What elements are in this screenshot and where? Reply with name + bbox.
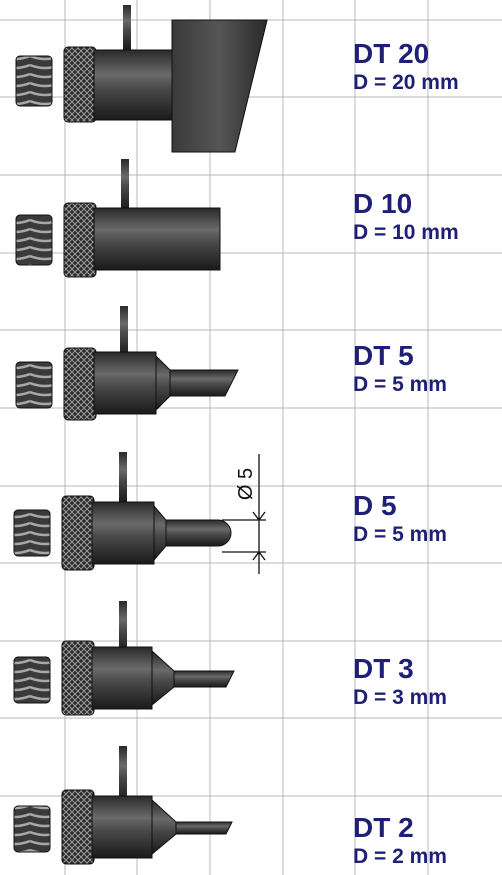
label-dt20: DT 20 D = 20 mm [353, 38, 459, 94]
pin [119, 746, 127, 802]
tip-diameter: D = 3 mm [353, 686, 447, 709]
pin [120, 306, 128, 356]
diameter-dimension [222, 454, 266, 574]
pin [119, 452, 127, 502]
label-dt5: DT 5 D = 5 mm [353, 340, 447, 396]
tip-name: DT 20 [353, 38, 430, 69]
taper [155, 354, 171, 412]
body [93, 351, 157, 415]
knurled-nut [63, 202, 97, 278]
taper [151, 798, 177, 856]
probe-tip-d5: Ø 5 [13, 452, 266, 574]
round-tip [165, 519, 232, 547]
tip-name: DT 2 [353, 812, 414, 843]
knurled-nut [63, 46, 97, 123]
threaded-shank [15, 214, 53, 266]
probe-tip-dt20 [15, 5, 268, 153]
bevel-tip [173, 670, 235, 688]
tip-diameter: D = 5 mm [353, 373, 447, 396]
probe-tip-dt3 [13, 601, 235, 716]
tip-name: DT 3 [353, 653, 414, 684]
tip-diameter: D = 5 mm [353, 523, 447, 546]
label-d10: D 10 D = 10 mm [353, 188, 459, 244]
knurled-nut [61, 640, 95, 716]
probe-tip-dt5 [15, 306, 239, 421]
knurled-nut [61, 495, 95, 571]
threaded-shank [13, 656, 51, 704]
tip-name: D 5 [353, 490, 397, 521]
disc-face [171, 19, 268, 153]
probe-tip-d10 [15, 159, 221, 278]
pin [119, 601, 127, 653]
body [91, 795, 153, 859]
body [93, 49, 175, 121]
knurled-nut [63, 347, 97, 421]
pin [123, 5, 131, 50]
dimension-label: Ø 5 [235, 468, 257, 500]
threaded-shank [13, 805, 51, 853]
knurled-nut [61, 789, 95, 865]
tip-diameter: D = 2 mm [353, 845, 447, 868]
pin [121, 159, 129, 209]
threaded-shank [13, 509, 51, 557]
cylinder-tip [93, 207, 221, 271]
body [91, 501, 155, 565]
bevel-tip [175, 821, 233, 835]
bevel-tip [169, 369, 239, 397]
probe-tip-dt2 [13, 746, 233, 865]
tip-diameter: D = 10 mm [353, 221, 459, 244]
threaded-shank [15, 361, 53, 409]
taper [151, 649, 175, 707]
threaded-shank [15, 55, 53, 107]
label-d5: D 5 D = 5 mm [353, 490, 447, 546]
body [91, 646, 153, 710]
tip-name: D 10 [353, 188, 413, 219]
taper [153, 504, 167, 562]
tip-name: DT 5 [353, 340, 414, 371]
tip-diameter: D = 20 mm [353, 71, 459, 94]
label-dt3: DT 3 D = 3 mm [353, 653, 447, 709]
label-dt2: DT 2 D = 2 mm [353, 812, 447, 868]
